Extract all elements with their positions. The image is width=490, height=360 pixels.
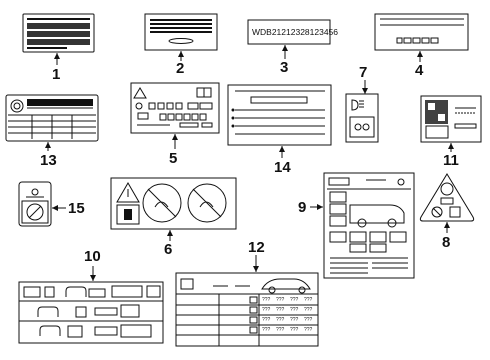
- label-11-qr: [420, 95, 482, 143]
- callout-5: 5: [169, 150, 178, 167]
- label-9: [323, 172, 415, 279]
- table-cell: ???: [304, 317, 313, 323]
- table-cell: ???: [276, 297, 285, 303]
- table-cell: ???: [304, 297, 313, 303]
- table-cell: ???: [304, 327, 313, 333]
- label-6: [110, 177, 237, 230]
- vin-number: WDB21212328123456: [252, 27, 339, 37]
- table-cell: ???: [290, 297, 299, 303]
- callout-1: 1: [52, 66, 61, 83]
- callout-14: 14: [274, 159, 291, 176]
- label-8-triangle: [419, 173, 475, 222]
- table-cell: ???: [290, 307, 299, 313]
- callout-2: 2: [176, 60, 185, 77]
- table-cell: ???: [276, 317, 285, 323]
- table-cell: ???: [290, 317, 299, 323]
- callout-13: 13: [40, 152, 57, 169]
- callout-7: 7: [359, 64, 368, 81]
- label-10: [18, 281, 164, 344]
- callout-15: 15: [68, 200, 85, 217]
- label-5: [130, 82, 220, 134]
- label-4: [374, 13, 469, 51]
- callout-10: 10: [84, 248, 101, 265]
- table-cell: ???: [262, 297, 271, 303]
- callout-6: 6: [164, 241, 173, 258]
- table-cell: ???: [304, 307, 313, 313]
- label-1-barcode: [22, 13, 95, 53]
- callout-3: 3: [280, 59, 289, 76]
- callout-12: 12: [248, 239, 265, 256]
- callout-4: 4: [415, 62, 424, 79]
- table-cell: ???: [262, 317, 271, 323]
- label-2: [144, 13, 218, 51]
- label-15: [18, 181, 52, 227]
- label-13: [5, 94, 99, 142]
- label-3-vin: [247, 19, 331, 45]
- table-cell: ???: [276, 327, 285, 333]
- label-14: [227, 84, 332, 146]
- label-12: [175, 272, 319, 347]
- callout-9: 9: [298, 199, 307, 216]
- table-cell: ???: [276, 307, 285, 313]
- table-cell: ???: [290, 327, 299, 333]
- callout-8: 8: [442, 234, 451, 251]
- label-7: [345, 93, 379, 143]
- callout-11: 11: [443, 152, 459, 169]
- table-cell: ???: [262, 307, 271, 313]
- table-cell: ???: [262, 327, 271, 333]
